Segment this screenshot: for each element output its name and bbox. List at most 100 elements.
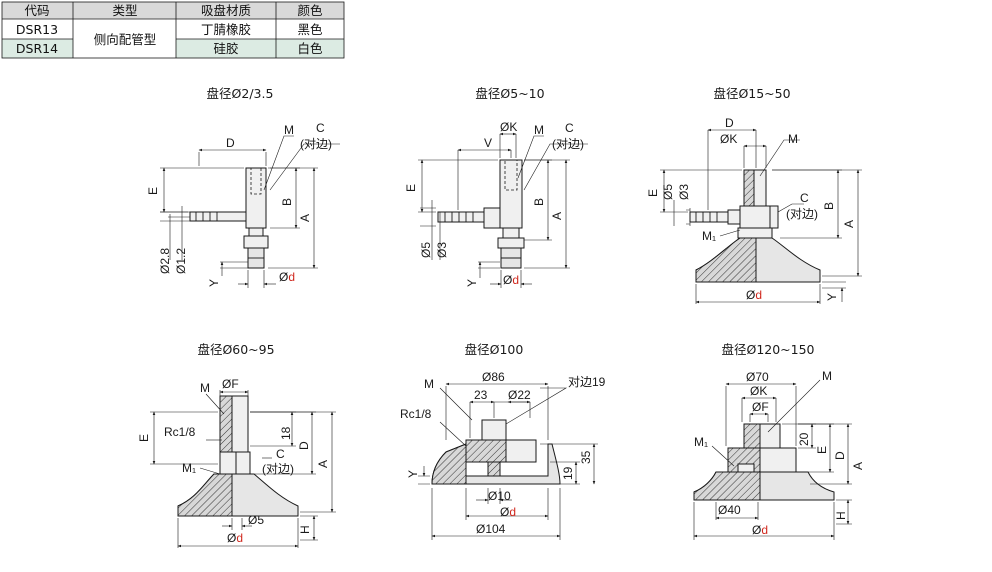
dim-label-b: B (280, 198, 294, 206)
dim-label-20: 20 (797, 432, 811, 446)
table-cell-code-1: DSR13 (16, 22, 58, 37)
dim-label-a: A (316, 460, 330, 468)
dim-label-a: A (851, 462, 865, 470)
table-cell-type: 侧向配管型 (94, 32, 157, 47)
dim-label-23: 23 (474, 388, 488, 402)
table-cell-code-2: DSR14 (16, 41, 58, 56)
dim-label-phi-1.2: Ø1.2 (174, 248, 188, 274)
diagram-caption: 盘径Ø5~10 (475, 86, 544, 101)
diagram-caption: 盘径Ø100 (465, 342, 524, 357)
spec-table: 代码 类型 吸盘材质 颜色 DSR13 DSR14 侧向配管型 丁腈橡胶 硅胶 … (1, 1, 345, 59)
dim-label-phi-5: Ø5 (248, 513, 264, 527)
table-cell-color-1: 黑色 (297, 22, 323, 37)
table-header-code: 代码 (24, 3, 49, 18)
dim-label-phi-d: Ød (227, 531, 243, 545)
dim-label-e: E (146, 187, 160, 195)
dim-label-phi-5: Ø5 (661, 184, 675, 200)
dim-label-phi-d: Ød (279, 270, 295, 284)
dim-label-b: B (822, 202, 836, 210)
dim-label-rc: Rc1/8 (164, 425, 196, 439)
dim-label-c-note: (对边) (262, 462, 294, 476)
table-cell-color-2: 白色 (297, 41, 323, 56)
diagram-caption: 盘径Ø2/3.5 (207, 86, 274, 101)
dim-label-m1: M₁ (694, 435, 708, 449)
dim-label-c-note: (对边) (552, 137, 584, 151)
dim-label-a: A (842, 220, 856, 228)
table-highlight-row (2, 39, 73, 58)
dim-label-m: M (788, 132, 798, 146)
dim-label-a: A (550, 212, 564, 220)
dim-label-c: C (800, 191, 809, 205)
dim-label-phi-22: Ø22 (508, 388, 531, 402)
dim-label-phi-104: Ø104 (476, 522, 506, 536)
dim-label-m: M (424, 377, 434, 391)
dim-label-d: D (226, 136, 235, 150)
dim-label-phi-2.8: Ø2.8 (158, 248, 172, 274)
dim-label-e: E (815, 446, 829, 454)
dim-label-m: M (284, 123, 294, 137)
dim-label-phi-5: Ø5 (419, 242, 433, 258)
dim-label-y: Y (825, 293, 839, 301)
table-cell-material-2: 硅胶 (213, 41, 238, 56)
dim-label-c-note: (对边) (300, 137, 332, 151)
dim-label-b: B (532, 198, 546, 206)
dim-label-phi-d: Ød (503, 273, 519, 287)
diagram-caption: 盘径Ø120~150 (721, 342, 814, 357)
dim-label-phi-d: Ød (752, 523, 768, 537)
dim-label-y: Y (465, 279, 479, 287)
diagram-pad-120-150: 盘径Ø120~150 (693, 342, 865, 540)
dim-label-phi-k: ØK (500, 120, 517, 134)
dim-label-phi-f: ØF (222, 377, 239, 391)
dim-label-m1: M₁ (182, 461, 196, 475)
dim-label-phi-f: ØF (752, 400, 769, 414)
dim-label-phi-d: Ød (500, 505, 516, 519)
dim-label-v: V (484, 136, 492, 150)
dim-label-y: Y (207, 279, 221, 287)
dim-label-m: M (534, 123, 544, 137)
dim-label-d: D (297, 441, 311, 450)
table-header-row (2, 2, 344, 19)
dim-label-d: D (725, 116, 734, 130)
dim-label-m1: M₁ (702, 229, 716, 243)
diagram-caption: 盘径Ø60~95 (197, 342, 274, 357)
dim-label-phi-86: Ø86 (482, 370, 505, 384)
dim-label-19: 19 (561, 466, 575, 480)
dim-label-m: M (822, 369, 832, 383)
diagram-pad-15-50: 盘径Ø15~50 (646, 86, 862, 304)
dim-label-e: E (646, 189, 660, 197)
dim-label-phi-3: Ø3 (677, 184, 691, 200)
dim-label-phi-10: Ø10 (488, 489, 511, 503)
table-header-type: 类型 (112, 3, 137, 18)
dim-label-h: H (298, 525, 312, 534)
dim-label-phi-k: ØK (750, 384, 767, 398)
dim-label-phi-k: ØK (720, 132, 737, 146)
dim-label-35: 35 (579, 450, 593, 464)
dim-label-phi-70: Ø70 (746, 370, 769, 384)
dim-label-c: C (565, 121, 574, 135)
table-highlight-cell-material (176, 39, 276, 58)
dim-label-c-note: 对边19 (568, 375, 606, 389)
dim-label-c-note: (对边) (786, 207, 818, 221)
dim-label-c: C (316, 121, 325, 135)
dim-label-y: Y (406, 470, 420, 478)
dim-label-d: D (833, 451, 847, 460)
dim-label-phi-d: Ød (746, 288, 762, 302)
dim-label-18: 18 (279, 426, 293, 440)
dim-label-e: E (137, 434, 151, 442)
dim-label-a: A (298, 214, 312, 222)
dim-label-rc: Rc1/8 (400, 407, 432, 421)
diagram-pad-100: 盘径Ø100 (400, 342, 606, 540)
table-highlight-cell-color (276, 39, 344, 58)
table-header-color: 颜色 (297, 3, 323, 18)
diagram-pad-2-3.5: 盘径Ø2/3.5 (146, 86, 340, 288)
dim-label-phi-40: Ø40 (718, 503, 741, 517)
table-cell-material-1: 丁腈橡胶 (201, 22, 251, 37)
dim-label-m: M (200, 381, 210, 395)
diagram-caption: 盘径Ø15~50 (713, 86, 790, 101)
diagram-pad-5-10: 盘径Ø5~10 (404, 86, 588, 288)
dim-label-h: H (834, 511, 848, 520)
dim-label-phi-3: Ø3 (435, 242, 449, 258)
diagram-pad-60-95: 盘径Ø60~95 (137, 342, 336, 548)
dim-label-c: C (276, 447, 285, 461)
